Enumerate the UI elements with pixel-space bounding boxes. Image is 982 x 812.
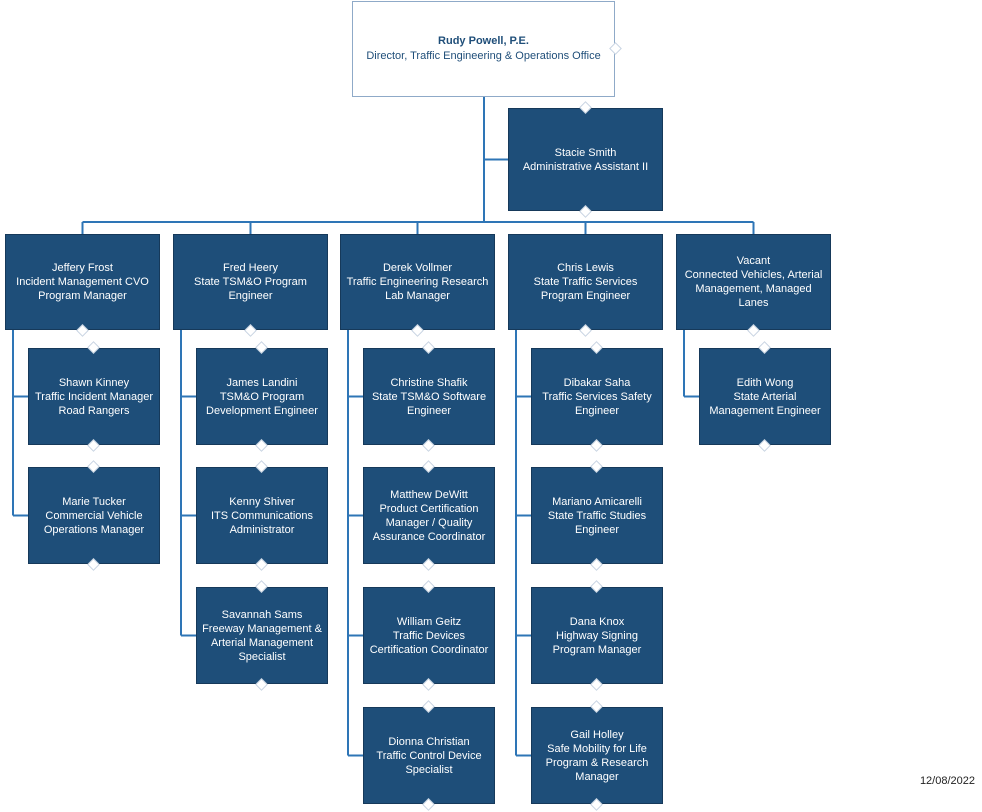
person-name: Gail Holley [570,728,624,741]
person-title: State Arterial Management Engineer [709,390,821,417]
person-title: State TSM&O Software Engineer [371,390,487,417]
chart-date: 12/08/2022 [919,775,975,787]
person-name: Savannah Sams [221,608,303,621]
person-name: Matthew DeWitt [390,488,468,501]
person-title: TSM&O Program Development Engineer [206,390,318,417]
person-name: Dana Knox [569,615,625,628]
person-name: Mariano Amicarelli [552,495,642,508]
person-title: Connected Vehicles, Arterial Management,… [684,269,823,309]
person-name: Chris Lewis [557,262,614,274]
person-name: William Geitz [396,615,462,628]
person-title: Incident Management CVO Program Manager [16,276,149,302]
person-name: Shawn Kinney [58,376,130,389]
person-name: Derek Vollmer [382,262,453,274]
person-name: Marie Tucker [62,495,126,508]
person-title: Safe Mobility for Life Program & Researc… [545,742,649,783]
person-name: Jeffery Frost [52,262,113,274]
person-name: Stacie Smith [554,146,617,159]
director-box: Rudy Powell, P.E. Director, Traffic Engin… [352,1,622,97]
person-title: Commercial Vehicle Operations Manager [43,509,145,536]
person-title: Product Certification Manager / Quality … [372,502,486,543]
person-name: Dionna Christian [388,735,470,748]
person-title: ITS Communications Administrator [210,509,314,536]
person-title: Traffic Devices Certification Coordinato… [369,629,489,656]
person-title: Highway Signing Program Manager [552,629,642,656]
person-title: State Traffic Services Program Engineer [533,276,638,302]
person-title: Traffic Engineering Research Lab Manager [346,276,489,302]
person-name: Fred Heery [222,262,279,274]
person-title: State Traffic Studies Engineer [547,509,647,536]
person-name: Kenny Shiver [229,495,295,508]
person-title: Traffic Services Safety Engineer [542,390,652,417]
person-name: James Landini [226,376,298,389]
person-name: Christine Shafik [390,376,468,389]
person-name: Edith Wong [736,376,794,389]
person-title: State TSM&O Program Engineer [194,276,307,302]
person-name: Vacant [736,255,771,267]
person-title: Freeway Management & Arterial Management… [202,622,322,663]
person-name: Dibakar Saha [563,376,631,389]
person-title: Traffic Incident Manager Road Rangers [34,390,153,417]
person-title: Administrative Assistant II [522,160,649,173]
person-title: Director, Traffic Engineering & Operatio… [366,50,601,62]
person-title: Traffic Control Device Specialist [376,749,482,776]
person-name: Rudy Powell, P.E. [438,35,529,47]
